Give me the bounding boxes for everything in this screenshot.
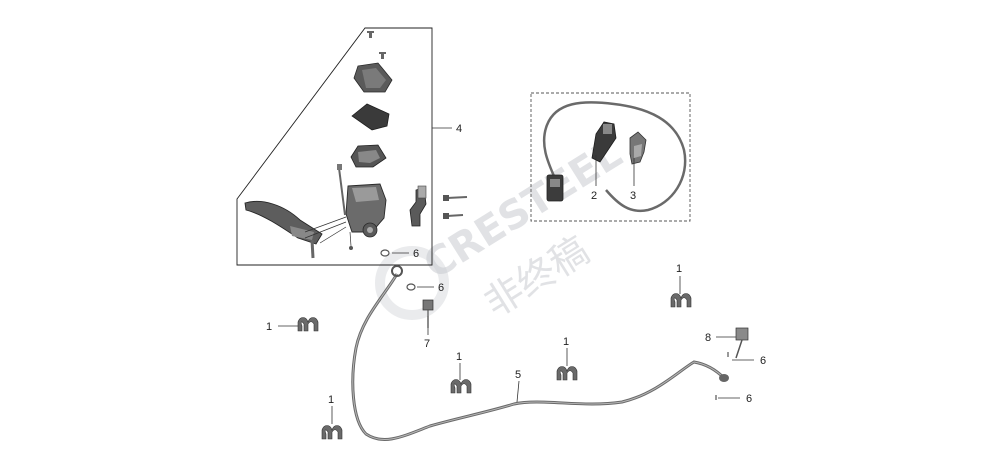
master-cylinder-body <box>345 183 387 238</box>
reservoir-plate <box>350 144 387 168</box>
pin-head <box>337 164 342 170</box>
brake-lever <box>244 200 323 259</box>
callout-1: 1 <box>456 351 462 363</box>
bleeder-bolt-8 <box>735 327 749 359</box>
master-cylinder-pin <box>338 167 346 216</box>
pivot-nut <box>349 246 353 250</box>
brake-hose <box>351 265 729 441</box>
switch-group-outline <box>530 92 691 222</box>
callout-1: 1 <box>328 394 334 406</box>
watermark: CRESTEEL 非终稿 <box>375 131 630 326</box>
callout-3: 3 <box>630 190 636 202</box>
pivot-leaders <box>304 216 352 247</box>
callout-6: 6 <box>746 393 752 405</box>
callout-1: 1 <box>266 321 272 333</box>
callout-5: 5 <box>515 369 521 381</box>
callout-8: 8 <box>705 332 711 344</box>
callout-6: 6 <box>413 248 419 260</box>
callout-7: 7 <box>424 338 430 350</box>
callout-6: 6 <box>760 355 766 367</box>
callout-2: 2 <box>591 190 597 202</box>
callout-4: 4 <box>456 123 462 135</box>
callout-labels: 4 2 3 6 6 7 1 1 1 1 1 5 8 6 6 <box>266 123 766 406</box>
callout-1: 1 <box>676 263 682 275</box>
brake-switch-part-3 <box>629 131 647 165</box>
washers <box>380 249 729 400</box>
callout-6: 6 <box>438 282 444 294</box>
leader-lines <box>278 127 754 424</box>
callout-1: 1 <box>563 336 569 348</box>
brake-switch-harness <box>542 101 687 213</box>
hose-clips <box>297 293 692 440</box>
clamp-bolts <box>443 195 468 219</box>
reservoir-cover <box>353 62 393 93</box>
master-cylinder-group-outline <box>236 27 433 266</box>
reservoir-diaphragm <box>351 103 390 131</box>
handlebar-clamp <box>409 185 427 227</box>
brake-switch-part-2 <box>591 121 617 163</box>
cover-screws <box>367 31 386 59</box>
